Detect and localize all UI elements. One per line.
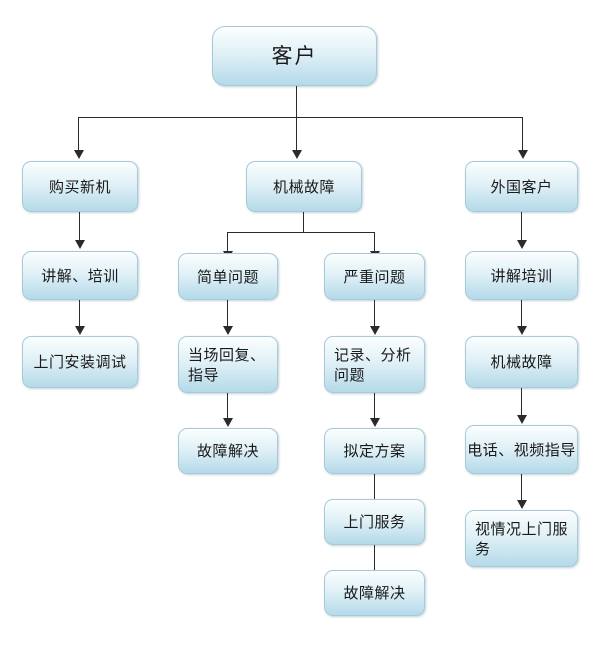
connector-simple-to-reply [227, 300, 228, 327]
node-explanation-training[interactable]: 讲解、培训 [22, 251, 138, 300]
node-simple-problem[interactable]: 简单问题 [178, 253, 278, 300]
node-conditional-onsite-service[interactable]: 视情况上门服务 [465, 510, 578, 567]
connector-training-to-mech [521, 300, 522, 327]
connector-phone-to-onsite [521, 474, 522, 501]
node-onsite-install-debug[interactable]: 上门安装调试 [22, 336, 138, 388]
connector-mech-drop-serious [374, 232, 375, 252]
connector-buy-to-training [79, 212, 80, 241]
node-label: 客户 [271, 44, 318, 68]
connector-mech-stem [303, 212, 304, 233]
arrowhead-to-mechanical-failure [292, 150, 302, 159]
node-label: 严重问题 [343, 267, 406, 286]
node-label: 购买新机 [48, 177, 111, 196]
node-label: 拟定方案 [343, 442, 406, 460]
node-label: 电话、视频指导 [467, 440, 576, 459]
node-phone-video-guidance[interactable]: 电话、视频指导 [465, 425, 578, 474]
node-mechanical-failure-right[interactable]: 机械故障 [465, 336, 578, 388]
connector-bus-drop-right [522, 117, 523, 151]
node-onsite-service[interactable]: 上门服务 [324, 499, 425, 545]
connector-mech-to-phone [521, 388, 522, 416]
arrowhead-to-mechanical-failure-right [517, 326, 527, 335]
node-label: 记录、分析问题 [334, 345, 412, 384]
arrowhead-to-onsite-reply [223, 326, 233, 335]
connector-mech-drop-simple [227, 232, 228, 252]
connector-foreign-to-training [521, 212, 522, 241]
node-root-customer[interactable]: 客户 [212, 26, 377, 86]
arrowhead-to-explain-training [517, 240, 527, 249]
node-fault-resolved-simple[interactable]: 故障解决 [178, 428, 278, 474]
node-fault-resolved-serious[interactable]: 故障解决 [324, 570, 425, 616]
arrowhead-to-draft-plan [370, 418, 380, 427]
node-label: 视情况上门服务 [475, 519, 569, 558]
node-serious-problem[interactable]: 严重问题 [324, 253, 425, 300]
node-label: 机械故障 [272, 177, 335, 196]
node-label: 外国客户 [490, 177, 553, 196]
node-draft-plan[interactable]: 拟定方案 [324, 428, 425, 474]
node-onsite-reply-guidance[interactable]: 当场回复、指导 [178, 336, 278, 393]
node-label: 故障解决 [343, 584, 406, 602]
node-label: 上门服务 [343, 513, 406, 531]
connector-plan-to-service [374, 474, 375, 500]
connector-training-to-install [79, 300, 80, 327]
connector-bus-drop-center [296, 117, 297, 151]
connector-root-stem [296, 86, 297, 118]
arrowhead-to-conditional-onsite [517, 500, 527, 509]
connector-service-to-resolved [374, 545, 375, 571]
node-buy-new-machine[interactable]: 购买新机 [22, 161, 138, 212]
arrowhead-to-phone-video [517, 415, 527, 424]
node-label: 讲解培训 [490, 266, 553, 285]
connector-root-bus [78, 117, 523, 118]
connector-record-to-plan [374, 393, 375, 419]
node-label: 机械故障 [490, 353, 553, 371]
node-label: 当场回复、指导 [188, 345, 266, 384]
arrowhead-to-fault-resolved-col2 [223, 418, 233, 427]
node-mechanical-failure[interactable]: 机械故障 [246, 161, 362, 212]
node-label: 简单问题 [196, 267, 259, 286]
node-record-analyze-problem[interactable]: 记录、分析问题 [324, 336, 425, 393]
arrowhead-to-record-analyze [370, 326, 380, 335]
node-foreign-customer[interactable]: 外国客户 [465, 161, 578, 212]
arrowhead-to-training [75, 240, 85, 249]
node-label: 上门安装调试 [33, 353, 127, 371]
node-explain-training-right[interactable]: 讲解培训 [465, 251, 578, 300]
node-label: 故障解决 [196, 442, 259, 460]
arrowhead-to-install [75, 326, 85, 335]
connector-serious-to-record [374, 300, 375, 327]
arrowhead-to-buy-new [74, 150, 84, 159]
node-label: 讲解、培训 [41, 266, 119, 285]
connector-mech-bus [227, 232, 375, 233]
connector-bus-drop-left [78, 117, 79, 151]
connector-reply-to-resolved [227, 393, 228, 419]
arrowhead-to-foreign-customer [518, 150, 528, 159]
